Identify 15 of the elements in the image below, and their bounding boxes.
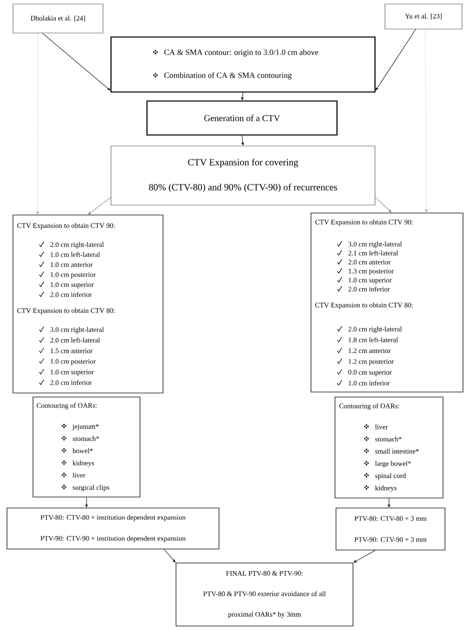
arrow [88, 197, 111, 214]
arrow [241, 92, 244, 100]
arrow [242, 135, 244, 146]
arrow [388, 498, 390, 508]
process-box: Generation of a CTV [146, 100, 338, 136]
process-box: CA & SMA contour: origin to 3.0/1.0 cm above Combination of CA & SMA contouring [110, 36, 376, 93]
process-box: CTV Expansion for covering 80% (CTV-80) and 90% (CTV-90) of recurrences [110, 146, 376, 206]
arrow [376, 29, 416, 90]
arrow [354, 550, 376, 563]
arrow [42, 33, 110, 90]
arrow [164, 549, 176, 562]
dotted-arrow [425, 29, 428, 212]
dotted-arrow [36, 33, 39, 214]
arrow [85, 497, 88, 508]
arrow [375, 197, 392, 212]
